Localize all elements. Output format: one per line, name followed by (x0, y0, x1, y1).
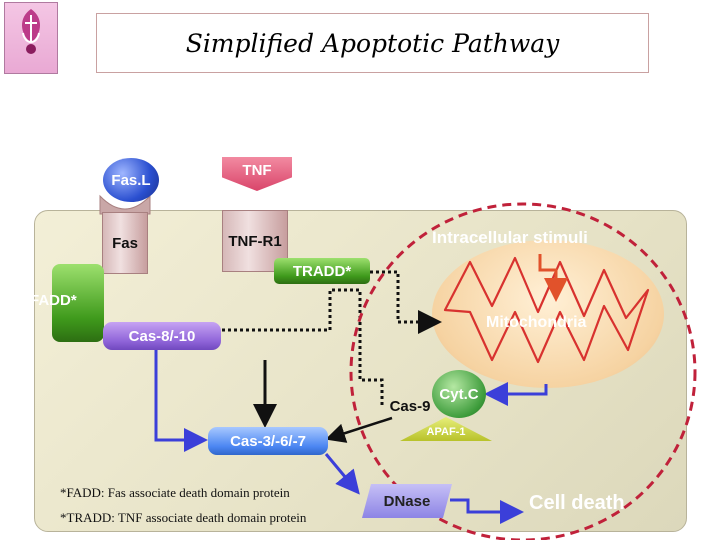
fadd-block (52, 264, 104, 342)
highlight-circle (349, 202, 697, 540)
cytochrome-c: Cyt.C (432, 370, 486, 418)
crest-icon (22, 9, 40, 54)
dnase-enzyme: DNase (362, 484, 452, 518)
fadd-label: FADD* (30, 292, 77, 309)
mitochondria-label: Mitochondria (486, 314, 587, 331)
dnase-to-death-arrow (450, 498, 524, 524)
mitochondria-cristae (443, 256, 650, 364)
tradd-adaptor: TRADD* (274, 258, 370, 284)
fas-receptor: Fas (102, 212, 148, 274)
tradd-dotted-arrow (370, 270, 442, 334)
caspase-3-6-7: Cas-3/-6/-7 (208, 427, 328, 455)
caspase-8-10: Cas-8/-10 (103, 322, 221, 350)
cell-death-label: Cell death (529, 492, 625, 514)
page-title: Simplified Apoptotic Pathway (96, 13, 649, 73)
caspase-9: Cas-9 (389, 397, 431, 415)
cas8-dotted-line (222, 288, 384, 405)
footnote-tradd: *TRADD: TNF associate death domain prote… (60, 510, 307, 525)
cas8-to-cas3-arrow (154, 350, 208, 452)
cas9-to-cas3-arrow (325, 416, 393, 443)
stimulus-arrow (538, 254, 568, 302)
fas-ligand: Fas.L (103, 158, 159, 202)
institution-logo (4, 2, 58, 74)
intracellular-stimuli-label: Intracellular stimuli (432, 228, 588, 247)
footnote-fadd: *FADD: Fas associate death domain protei… (60, 485, 290, 500)
fas-receptor-cup (99, 194, 151, 215)
cas3-to-dnase-arrow (324, 453, 360, 495)
mito-to-cytc-arrow (484, 382, 548, 406)
